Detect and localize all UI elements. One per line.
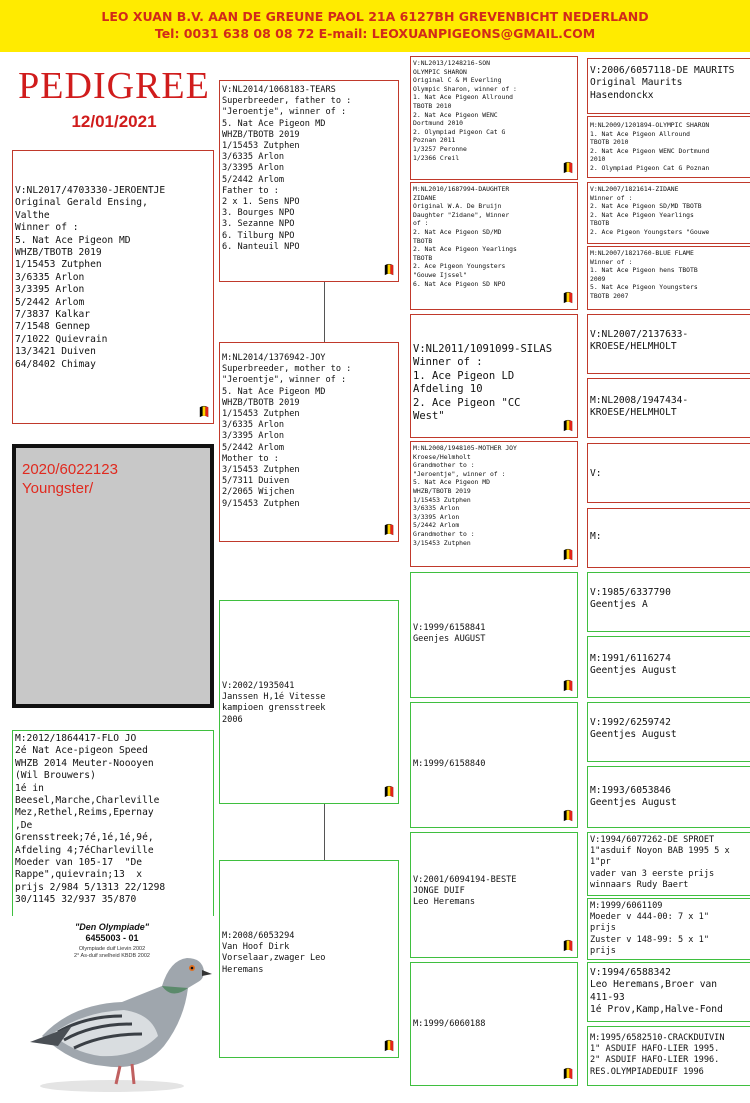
gen4-text-12: M:1993/6053846 Geentjes August (590, 785, 677, 809)
ssd-text: M:NL2010/1687994-DAUGHTER ZIDANE Origina… (413, 185, 517, 288)
gen4-box-15: V:1994/6588342 Leo Heremans,Broer van 41… (587, 962, 750, 1022)
dds-box: V:2001/6094194-BESTE JONGE DUIF Leo Here… (410, 832, 578, 958)
sdd-box: M:NL2008/1948105-MOTHER JOY Kroese/Helmh… (410, 441, 578, 567)
gen4-box-14: M:1999/6061109 Moeder v 444-00: 7 x 1" p… (587, 898, 750, 960)
gen4-text-1: V:2006/6057118-DE MAURITS Original Mauri… (590, 65, 735, 101)
subject-ring: 2020/6022123 Youngster/ (16, 448, 210, 498)
connector-line (324, 804, 325, 860)
sds-box: V:NL2011/1091099-SILAS Winner of : 1. Ac… (410, 314, 578, 438)
sire-box: V:NL2017/4703330-JEROENTJE Original Gera… (12, 150, 214, 424)
header-banner: LEO XUAN B.V. AAN DE GREUNE PAOL 21A 612… (0, 0, 750, 52)
gen4-box-1: V:2006/6057118-DE MAURITS Original Mauri… (587, 58, 750, 114)
sire-dam-box: M:NL2014/1376942-JOY Superbreeder, mothe… (219, 342, 399, 542)
dam-text: M:2012/1864417-FLO JO 2é Nat Ace-pigeon … (15, 733, 166, 906)
gen4-box-7: V: (587, 443, 750, 503)
gen4-text-5: V:NL2007/2137633- KROESE/HELMHOLT (590, 329, 689, 353)
gen4-box-3: V:NL2007/1821614-ZIDANE Winner of : 2. N… (587, 182, 750, 244)
ddd-text: M:1999/6060188 (413, 1019, 486, 1029)
gen4-text-11: V:1992/6259742 Geentjes August (590, 717, 677, 741)
belgium-flag-icon (563, 291, 573, 304)
dsd-box: M:1999/6158840 (410, 702, 578, 828)
gen4-box-10: M:1991/6116274 Geentjes August (587, 636, 750, 698)
dds-text: V:2001/6094194-BESTE JONGE DUIF Leo Here… (413, 875, 517, 908)
belgium-flag-icon (563, 809, 573, 822)
sire-sire-text: V:NL2014/1068183-TEARS Superbreeder, fat… (222, 85, 352, 252)
dsd-text: M:1999/6158840 (413, 759, 486, 769)
gen4-text-2: M:NL2009/1201894-OLYMPIC SHARON 1. Nat A… (590, 121, 710, 172)
page-title: PEDIGREE (18, 65, 210, 107)
dam-box: M:2012/1864417-FLO JO 2é Nat Ace-pigeon … (12, 730, 214, 916)
pigeon-photo: "Den Olympiade" 6455003 - 01 Olympiade d… (12, 916, 212, 1096)
belgium-flag-icon (563, 419, 573, 432)
sss-text: V:NL2013/1248216-SON OLYMPIC SHARON Orig… (413, 59, 517, 162)
sire-sire-box: V:NL2014/1068183-TEARS Superbreeder, fat… (219, 80, 399, 282)
gen4-box-9: V:1985/6337790 Geentjes A (587, 572, 750, 632)
dam-dam-text: M:2008/6053294 Van Hoof Dirk Vorselaar,z… (222, 931, 326, 975)
dam-dam-box: M:2008/6053294 Van Hoof Dirk Vorselaar,z… (219, 860, 399, 1058)
belgium-flag-icon (384, 263, 394, 276)
gen4-text-10: M:1991/6116274 Geentjes August (590, 653, 677, 677)
gen4-box-8: M: (587, 508, 750, 568)
belgium-flag-icon (563, 548, 573, 561)
ddd-box: M:1999/6060188 (410, 962, 578, 1086)
gen4-text-7: V: (590, 468, 602, 479)
header-contact: Tel: 0031 638 08 08 72 E-mail: LEOXUANPI… (154, 26, 596, 41)
sds-text: V:NL2011/1091099-SILAS Winner of : 1. Ac… (413, 343, 553, 423)
gen4-text-13: V:1994/6077262-DE SPROET 1"asduif Noyon … (590, 835, 730, 890)
dss-box: V:1999/6158841 Geenjes AUGUST (410, 572, 578, 698)
gen4-box-4: M:NL2007/1821760-BLUE FLAME Winner of : … (587, 246, 750, 310)
dam-sire-box: V:2002/1935041 Janssen H,1é Vitesse kamp… (219, 600, 399, 804)
belgium-flag-icon (563, 1067, 573, 1080)
header-address: LEO XUAN B.V. AAN DE GREUNE PAOL 21A 612… (101, 9, 649, 24)
gen4-text-4: M:NL2007/1821760-BLUE FLAME Winner of : … (590, 249, 698, 300)
sire-text: V:NL2017/4703330-JEROENTJE Original Gera… (15, 185, 166, 370)
photo-name: "Den Olympiade" (74, 922, 150, 932)
photo-caption: Olympiade duif Lievin 2002 2° As-duif sn… (74, 946, 150, 959)
gen4-text-9: V:1985/6337790 Geentjes A (590, 587, 671, 611)
connector-line (324, 282, 325, 342)
belgium-flag-icon (384, 1039, 394, 1052)
gen4-text-14: M:1999/6061109 Moeder v 444-00: 7 x 1" p… (590, 901, 709, 956)
photo-ring: 6455003 - 01 (85, 933, 139, 943)
gen4-text-15: V:1994/6588342 Leo Heremans,Broer van 41… (590, 967, 723, 1016)
dss-text: V:1999/6158841 Geenjes AUGUST (413, 623, 486, 645)
sdd-text: M:NL2008/1948105-MOTHER JOY Kroese/Helmh… (413, 444, 517, 547)
sire-dam-text: M:NL2014/1376942-JOY Superbreeder, mothe… (222, 353, 352, 509)
gen4-box-12: M:1993/6053846 Geentjes August (587, 766, 750, 828)
gen4-text-3: V:NL2007/1821614-ZIDANE Winner of : 2. N… (590, 185, 710, 236)
gen4-box-16: M:1995/6582510-CRACKDUIVIN 1" ASDUIF HAF… (587, 1026, 750, 1086)
gen4-box-13: V:1994/6077262-DE SPROET 1"asduif Noyon … (587, 832, 750, 896)
gen4-text-6: M:NL2008/1947434- KROESE/HELMHOLT (590, 395, 689, 419)
gen4-text-8: M: (590, 531, 602, 542)
gen4-box-2: M:NL2009/1201894-OLYMPIC SHARON 1. Nat A… (587, 116, 750, 178)
ssd-box: M:NL2010/1687994-DAUGHTER ZIDANE Origina… (410, 182, 578, 310)
pigeon-image (30, 958, 212, 1092)
dam-sire-text: V:2002/1935041 Janssen H,1é Vitesse kamp… (222, 681, 326, 725)
belgium-flag-icon (384, 523, 394, 536)
belgium-flag-icon (199, 405, 209, 418)
sss-box: V:NL2013/1248216-SON OLYMPIC SHARON Orig… (410, 56, 578, 180)
gen4-box-6: M:NL2008/1947434- KROESE/HELMHOLT (587, 378, 750, 438)
belgium-flag-icon (563, 939, 573, 952)
pedigree-date: 12/01/2021 (71, 112, 157, 131)
belgium-flag-icon (384, 785, 394, 798)
gen4-box-11: V:1992/6259742 Geentjes August (587, 702, 750, 762)
belgium-flag-icon (563, 161, 573, 174)
subject-pigeon-box: 2020/6022123 Youngster/ (12, 444, 214, 708)
gen4-text-16: M:1995/6582510-CRACKDUIVIN 1" ASDUIF HAF… (590, 1033, 725, 1077)
belgium-flag-icon (563, 679, 573, 692)
gen4-box-5: V:NL2007/2137633- KROESE/HELMHOLT (587, 314, 750, 374)
